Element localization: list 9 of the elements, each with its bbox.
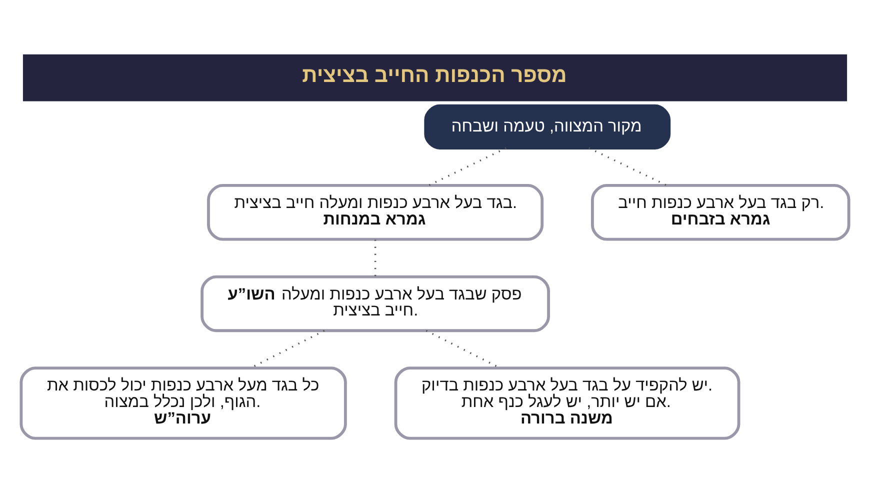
node-box: בגד בעל ארבע כנפות ומעלה חייב בציצית. גמרא במנחות bbox=[207, 184, 544, 241]
node-box: רק בגד בעל ארבע כנפות חייב. גמרא בזבחים bbox=[590, 184, 850, 241]
node-box: כל בגד מעל ארבע כנפות יכול לכסות את הגוף, ולכן נכלל במצוה. ערוה”ש bbox=[20, 366, 347, 440]
diagram-title: מספר הכנפות החייב בציצית bbox=[302, 64, 567, 87]
node-box: השו”ע פסק שבגד בעל ארבע כנפות ומעלה חייב בציצית. bbox=[200, 275, 550, 332]
connector bbox=[588, 147, 668, 186]
node-box: מקור המצווה, טעמה ושבחה bbox=[424, 104, 671, 150]
connector bbox=[428, 147, 507, 186]
node-box: יש להקפיד על בגד בעל ארבע כנפות בדיוק. אם יש יותר, יש לעגל כנף אחת. משנה ברורה bbox=[394, 366, 740, 440]
